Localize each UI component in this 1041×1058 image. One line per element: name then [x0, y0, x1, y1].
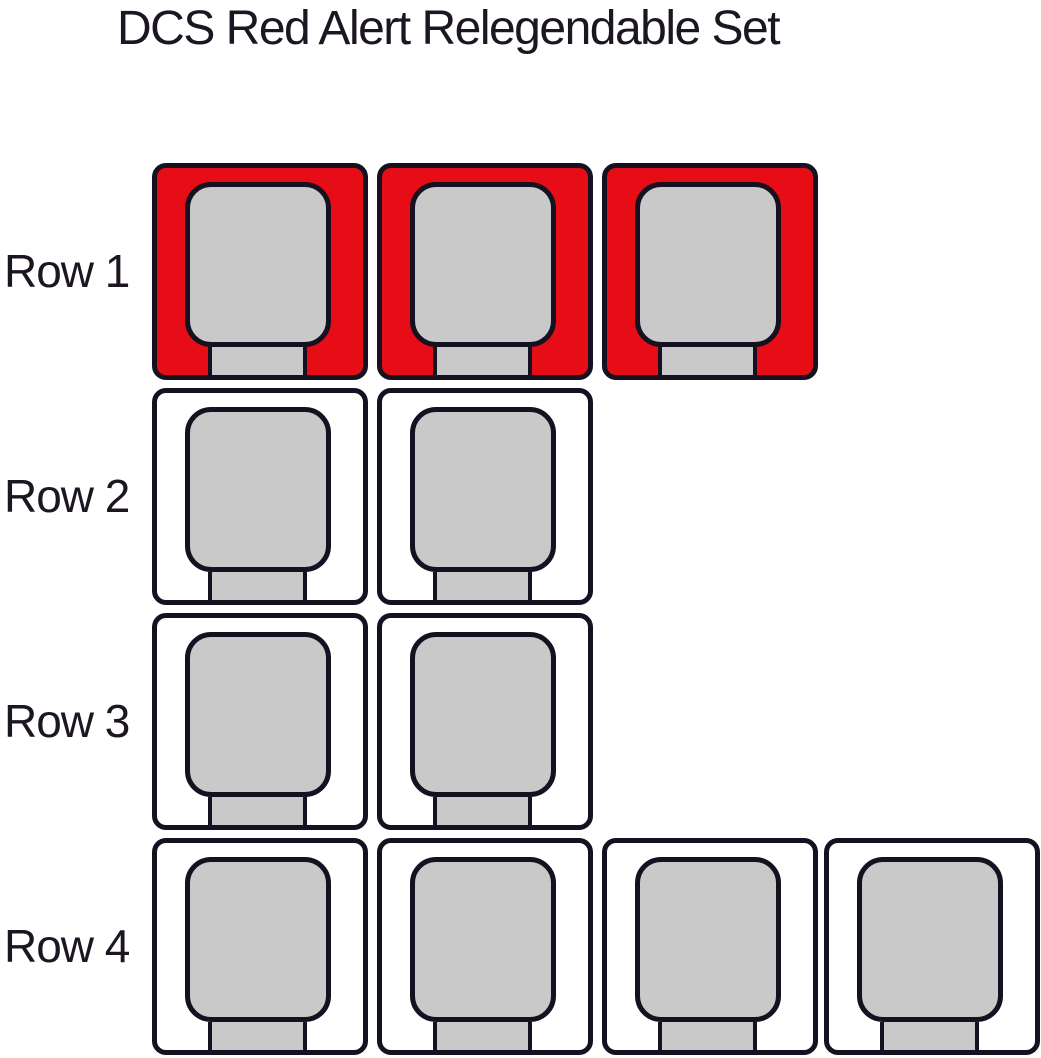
- keycap-top: [185, 632, 331, 797]
- keycap-top: [635, 857, 781, 1022]
- row-label-2: Row 2: [4, 470, 130, 522]
- keycap-top: [635, 182, 781, 347]
- keycap-top: [185, 857, 331, 1022]
- diagram-title: DCS Red Alert Relegendable Set: [117, 2, 781, 55]
- keycap-stem: [658, 1022, 757, 1050]
- keycap-top: [857, 857, 1003, 1022]
- row-label-3: Row 3: [4, 695, 130, 747]
- keycap-stem: [208, 1022, 307, 1050]
- keycap-top: [410, 407, 556, 572]
- keycap-stem: [433, 572, 532, 600]
- keycap-r4-c3: [602, 838, 818, 1055]
- keycap-r1-c2: [377, 163, 593, 380]
- keycap-r4-c1: [152, 838, 368, 1055]
- keycap-stem: [433, 347, 532, 375]
- keycap-stem: [208, 347, 307, 375]
- keycap-r4-c2: [377, 838, 593, 1055]
- keycap-top: [410, 857, 556, 1022]
- keycap-top: [185, 182, 331, 347]
- keycap-r2-c1: [152, 388, 368, 605]
- row-label-4: Row 4: [4, 920, 130, 972]
- keycap-r2-c2: [377, 388, 593, 605]
- keycap-stem: [433, 1022, 532, 1050]
- keycap-top: [410, 632, 556, 797]
- row-label-1: Row 1: [4, 245, 130, 297]
- keycap-stem: [658, 347, 757, 375]
- keycap-stem: [433, 797, 532, 825]
- keycap-r1-c3: [602, 163, 818, 380]
- keycap-r1-c1: [152, 163, 368, 380]
- keycap-top: [410, 182, 556, 347]
- keycap-r4-c4: [824, 838, 1040, 1055]
- keycap-top: [185, 407, 331, 572]
- keycap-stem: [208, 572, 307, 600]
- keycap-r3-c2: [377, 613, 593, 830]
- keycap-r3-c1: [152, 613, 368, 830]
- keycap-stem: [208, 797, 307, 825]
- keycap-stem: [880, 1022, 979, 1050]
